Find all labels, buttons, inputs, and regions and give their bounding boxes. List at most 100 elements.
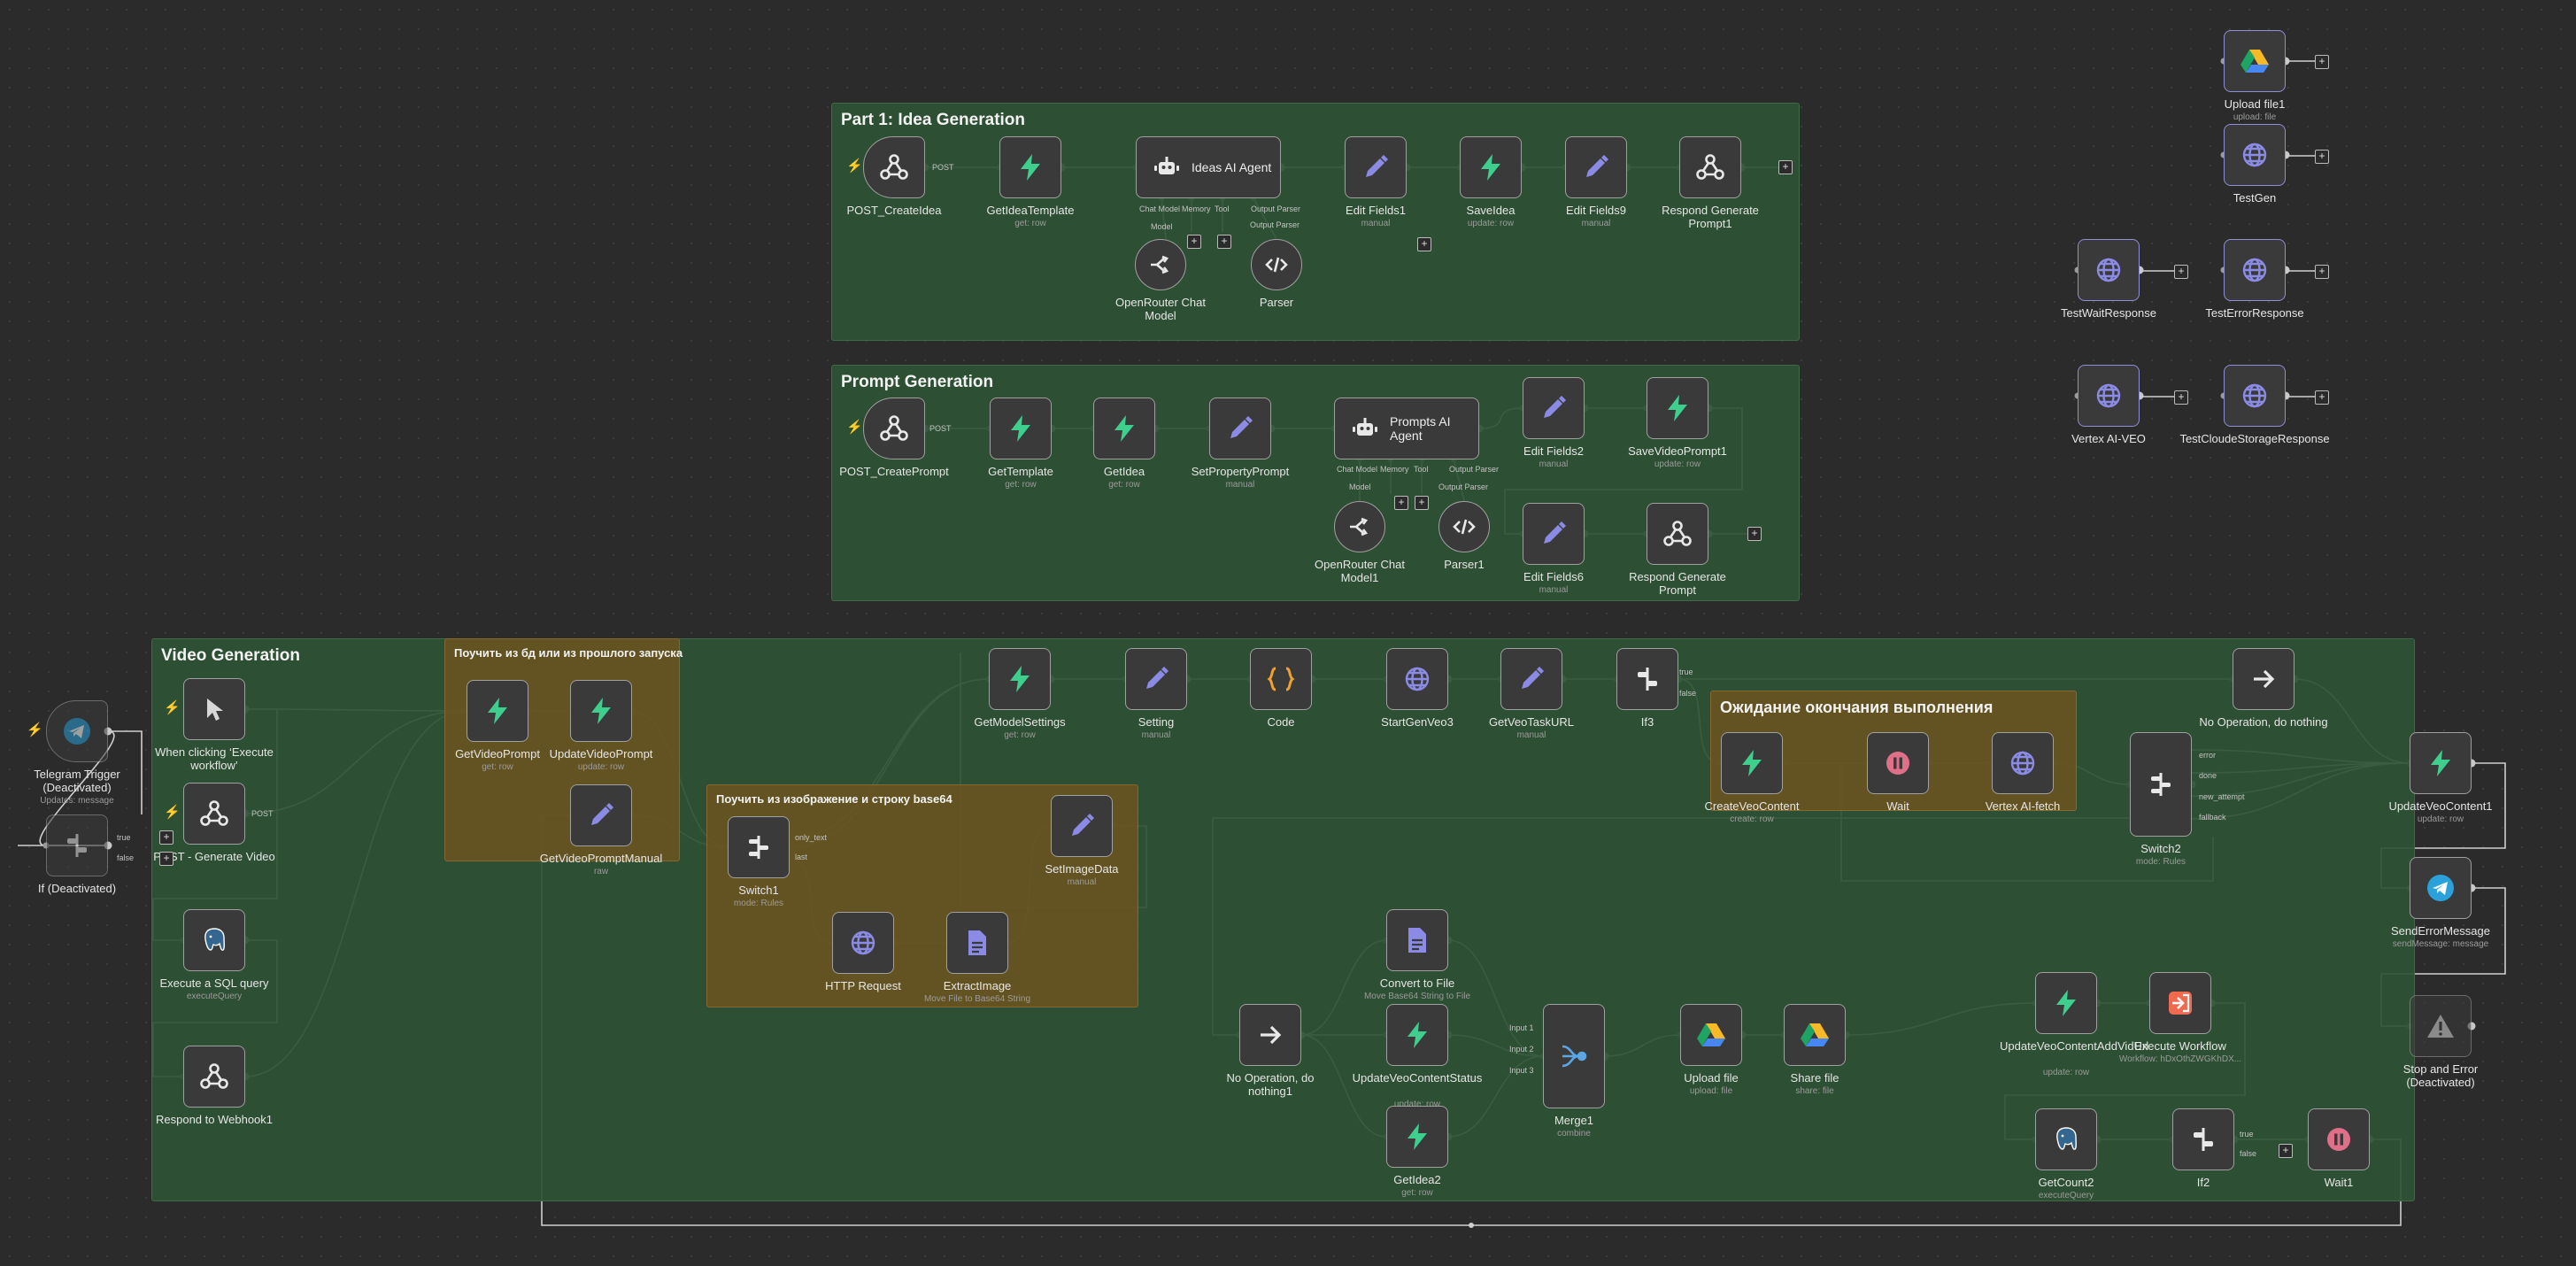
globe-icon [1403,665,1431,693]
node-subtitle: update: row [1393,1100,1441,1109]
node-no-operation-do-nothing1[interactable] [1239,1004,1301,1066]
add-node-button[interactable]: + [2315,265,2329,279]
node-execute-workflow[interactable] [2149,972,2211,1034]
add-node-button[interactable]: + [2315,150,2329,164]
node-gettemplate[interactable] [990,398,1052,459]
node-getideatemplate[interactable] [999,136,1061,198]
globe-icon [2241,382,2269,410]
node-respond-generate-prompt1[interactable] [1679,136,1741,198]
node-stop-and-error-deactivated[interactable] [2410,995,2472,1057]
node-createveocontent[interactable] [1721,732,1783,794]
node-switch1[interactable] [728,816,790,878]
node-post-generate-video[interactable] [183,783,245,845]
node-convert-to-file[interactable] [1386,909,1448,971]
node-respond-generate-prompt[interactable] [1647,503,1708,565]
group-idea-generation[interactable]: Part 1: Idea Generation [831,103,1800,341]
node-label: GetTemplate [988,465,1053,478]
file-icon [1404,926,1431,954]
add-node-button[interactable]: + [1217,235,1231,249]
supabase-icon [1006,413,1036,444]
node-ideas-ai-agent[interactable]: Ideas AI Agent [1136,136,1281,198]
node-updateveocontent1[interactable] [2410,732,2472,794]
add-node-button[interactable]: + [2174,265,2188,279]
node-label: Merge1 [1554,1114,1594,1127]
add-node-button[interactable]: + [1394,496,1408,510]
node-getidea2[interactable] [1386,1106,1448,1168]
node-merge1[interactable] [1543,1004,1605,1108]
supabase-icon [1015,152,1045,182]
node-saveidea[interactable] [1460,136,1522,198]
add-node-button[interactable]: + [2174,390,2188,405]
add-node-button[interactable]: + [1747,527,1762,541]
add-node-button[interactable]: + [1417,237,1431,251]
add-node-button[interactable]: + [2279,1144,2293,1158]
node-openrouter-chat-model[interactable] [1135,239,1186,290]
node-if2[interactable] [2172,1108,2234,1170]
node-if-deactivated[interactable] [46,814,108,876]
node-edit-fields6[interactable] [1523,503,1585,565]
node-setimagedata[interactable] [1051,795,1113,857]
node-testcloudestorageresponse[interactable] [2224,365,2286,427]
add-node-button[interactable]: + [2315,390,2329,405]
node-getcount2[interactable] [2035,1108,2097,1170]
node-getveotaskurl[interactable] [1500,648,1562,710]
node-subtitle: manual [1141,730,1171,740]
node-label: Execute a SQL query [159,977,269,990]
node-subtitle: Move File to Base64 String [923,994,1031,1004]
node-extractimage[interactable] [946,912,1008,974]
node-testwaitresponse[interactable] [2078,239,2140,301]
node-label: Execute Workflow [2134,1039,2226,1053]
node-vertex-ai-fetch[interactable] [1992,732,2054,794]
node-wait[interactable] [1867,732,1929,794]
node-wait1[interactable] [2308,1108,2370,1170]
node-post-createprompt[interactable] [863,398,925,459]
node-edit-fields1[interactable] [1345,136,1407,198]
node-share-file[interactable] [1784,1004,1846,1066]
node-post-createidea[interactable] [863,136,925,198]
node-label: Edit Fields1 [1346,204,1406,217]
node-parser[interactable] [1251,239,1302,290]
node-prompts-ai-agent[interactable]: Prompts AI Agent [1334,398,1479,459]
node-testerrorresponse[interactable] [2224,239,2286,301]
node-respond-to-webhook1[interactable] [183,1046,245,1108]
node-getvideoprompt[interactable] [467,680,528,742]
node-senderrormessage[interactable] [2410,857,2472,919]
node-telegram-trigger-deactivated[interactable] [46,700,108,762]
node-getmodelsettings[interactable] [989,648,1051,710]
add-node-button[interactable]: + [159,830,174,845]
add-node-button[interactable]: + [1415,496,1429,510]
node-vertex-ai-veo[interactable] [2078,365,2140,427]
node-updateveocontentstatus[interactable] [1386,1004,1448,1066]
node-execute-a-sql-query[interactable] [183,909,245,971]
node-getidea[interactable] [1093,398,1155,459]
node-updateveocontentaddvidurl[interactable] [2035,972,2097,1034]
node-setpropertyprompt[interactable] [1209,398,1271,459]
trigger-bolt-icon: ⚡ [846,420,863,435]
node-startgenveo3[interactable] [1386,648,1448,710]
node-testgen[interactable] [2224,124,2286,186]
node-openrouter-chat-model1[interactable] [1334,501,1385,552]
node-when-clicking-execute-workflow[interactable] [183,678,245,740]
node-setting[interactable] [1125,648,1187,710]
node-edit-fields9[interactable] [1565,136,1627,198]
port-label: done [2199,771,2217,780]
node-savevideoprompt1[interactable] [1647,377,1708,439]
add-node-button[interactable]: + [1187,235,1201,249]
add-node-button[interactable]: + [1778,160,1793,174]
node-parser1[interactable] [1438,501,1490,552]
node-upload-file[interactable] [1680,1004,1742,1066]
node-code[interactable] [1250,648,1312,710]
node-http-request[interactable] [832,912,894,974]
node-upload-file1[interactable] [2224,30,2286,92]
group-db-or-previous-run[interactable]: Поучить из бд или из прошлого запуска [444,638,683,861]
add-node-button[interactable]: + [2315,55,2329,69]
node-updatevideoprompt[interactable] [570,680,632,742]
node-if3[interactable] [1616,648,1678,710]
add-node-button[interactable]: + [159,852,174,866]
node-switch2[interactable] [2130,732,2192,837]
node-label: POST - Generate Video [153,850,275,863]
port-label: Input 3 [1509,1066,1534,1075]
node-edit-fields2[interactable] [1523,377,1585,439]
node-no-operation-do-nothing[interactable] [2233,648,2294,710]
node-getvideopromptmanual[interactable] [570,784,632,846]
